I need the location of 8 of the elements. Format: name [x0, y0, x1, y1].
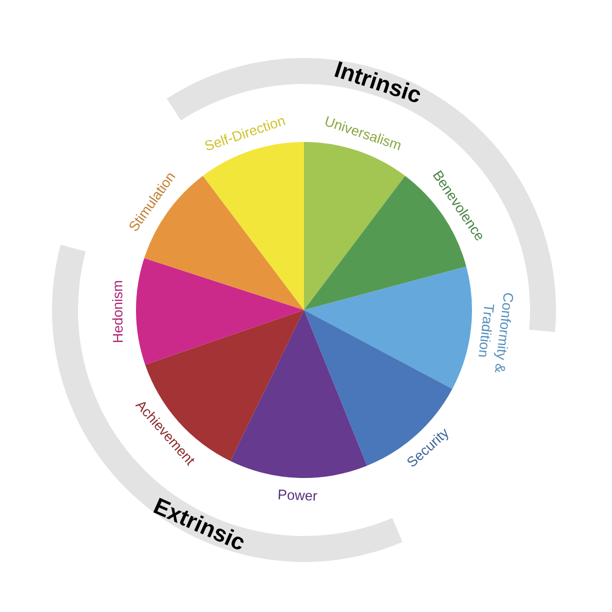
pie-wedge	[230, 310, 367, 478]
pie-wedge	[304, 310, 452, 466]
wedge-label: Conformity & Tradition	[474, 290, 517, 376]
wedge-label: Hedonism	[108, 280, 127, 344]
arc-band	[52, 244, 402, 562]
pie-wedge	[304, 266, 472, 389]
pie-wedge	[136, 258, 304, 365]
wedge-label: Power	[277, 486, 318, 506]
